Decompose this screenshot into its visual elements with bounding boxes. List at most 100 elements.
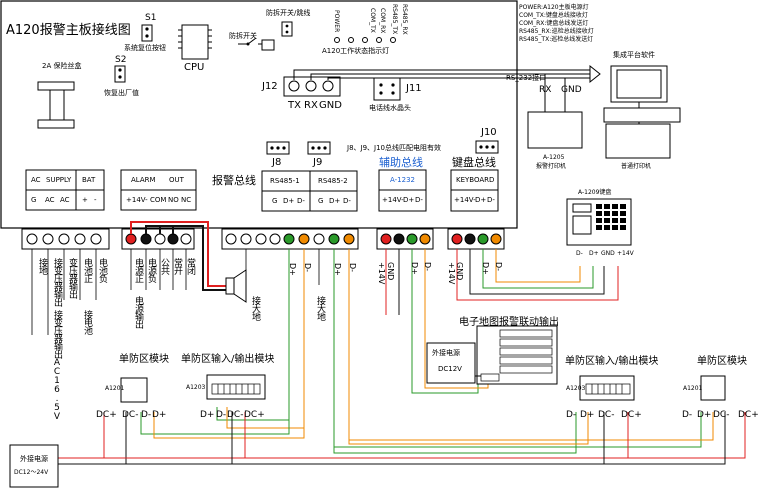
aux-bus-label: 辅助总线: [379, 156, 423, 169]
supply-pin-minus: -: [94, 196, 97, 204]
keyboard-title: KEYBOARD: [456, 176, 495, 184]
s1-label: S1: [145, 13, 157, 23]
j12-terminal: [283, 76, 341, 97]
aux-wire-dminus: D-: [423, 262, 432, 272]
supply-pin-ac1: AC: [45, 196, 55, 204]
fuse-caption: 2A 保险丝盒: [42, 62, 82, 70]
rs485-1-pin-dplus: D+: [283, 197, 295, 205]
map-ext-power-label: 外接电源: [432, 349, 460, 357]
a1203-left-label: A1203: [186, 384, 206, 391]
a1203-right-label: A1203: [566, 385, 586, 392]
wire-label-ground: 接地: [37, 258, 47, 274]
right-a1203-pin-dcplus: DC+: [621, 410, 642, 420]
wire-label-power-pos: 电源正: [133, 258, 143, 282]
gnd-label: GND: [561, 85, 582, 95]
j11-caption: 电话线水晶头: [369, 104, 411, 112]
rs485-2-pin-dplus: D+: [329, 197, 341, 205]
right-a1203-pin-dminus: D-: [566, 410, 577, 420]
kbd-wire-dplus: D+: [481, 262, 490, 275]
a1201-left-module: [120, 377, 148, 403]
a1209-label: A-1209键盘: [578, 189, 612, 196]
main-board: [0, 0, 518, 229]
a1205-printer: [527, 111, 583, 149]
io-left-title: 单防区输入/输出模块: [181, 354, 275, 365]
left-a1201-pin-dminus: D-: [141, 410, 152, 420]
aux-wire-14v: +14V: [377, 262, 386, 285]
a1209-pin-dplus: D+: [589, 250, 599, 257]
j11-phone-jack: [373, 77, 401, 101]
rs485-1-pin-g: G: [272, 197, 278, 205]
rs232-label: RS_232接口: [506, 74, 547, 82]
rs485-2-title: RS485-2: [318, 177, 348, 185]
j12-label: J12: [262, 81, 278, 92]
led-label-com-tx: COM_TX: [369, 8, 376, 33]
a1201-right-label: A1201: [683, 385, 703, 392]
a1201-right-module: [700, 375, 726, 401]
keyboard-pin-dminus: D-: [487, 196, 495, 204]
wire-label-dplus-1: D+: [288, 263, 297, 276]
a1232-pin-dminus: D-: [415, 196, 423, 204]
right-a1201-pin-dminus: D-: [682, 410, 693, 420]
map-linkage-title: 电子地图报警联动输出: [459, 317, 559, 328]
keyboard-a1209-icon: [566, 198, 632, 246]
aux-wire-dplus: D+: [410, 262, 419, 275]
a1201-left-label: A1201: [105, 385, 125, 392]
rs485-2-pin-dminus: D-: [343, 197, 351, 205]
j9-jumper: [307, 141, 331, 155]
right-a1203-pin-dplus: D+: [580, 410, 595, 420]
normal-printer-label: 普通打印机: [621, 163, 652, 170]
s2-label: S2: [115, 55, 127, 65]
wire-label-ac16: 接变压器输出AC16.5V: [52, 310, 62, 421]
normal-printer: [605, 123, 671, 159]
a1209-pin-gnd: GND: [601, 250, 615, 257]
status-leds: [334, 37, 396, 43]
wire-label-battery: 接电池: [82, 310, 92, 334]
right-a1203-pin-dcminus: DC-: [598, 410, 615, 420]
j11-label: J11: [406, 83, 422, 94]
a1232-pin-14v: +14V-: [382, 196, 404, 204]
s1-jumper: [141, 24, 153, 42]
wire-label-transformer-out: 接变压器输出: [52, 258, 62, 306]
kbd-wire-gnd: GND: [455, 262, 464, 281]
j12-pin-tx: TX: [288, 100, 301, 111]
legend-item: RS485_TX:巡检总线发送灯: [519, 36, 594, 43]
j12-pin-gnd: GND: [319, 100, 342, 111]
j12-pin-rx: RX: [304, 100, 318, 111]
map-external-power: [426, 342, 476, 384]
j10-jumper: [475, 140, 499, 154]
wire-label-battery-neg: 电池负: [97, 258, 107, 282]
tamper-jumper: [281, 21, 293, 37]
supply-pin-ac2: AC: [60, 196, 70, 204]
s2-jumper: [114, 65, 126, 83]
single-zone-right-title: 单防区模块: [697, 356, 747, 367]
right-a1201-pin-dcminus: DC-: [713, 410, 730, 420]
alarm-pin-14v: +14V-: [126, 196, 148, 204]
wire-label-nc: 常闭: [185, 258, 195, 274]
terminal-strip-keyboard: [447, 228, 505, 250]
terminal-strip-aux: [376, 228, 434, 250]
map-linkage-relays: [480, 329, 553, 382]
wire-label-no: 常开: [172, 258, 182, 274]
alarm-bus-label: 报警总线: [212, 174, 256, 187]
bus-jumper-note: J8、J9、J10总线匹配电阻有效: [347, 144, 442, 152]
supply-pin-g: G: [31, 196, 37, 204]
keyboard-pin-dplus: D+: [475, 196, 487, 204]
wire-label-power-output: 电源输出: [133, 296, 143, 328]
cpu-chip: [178, 24, 212, 60]
board-title: A120报警主板接线图: [6, 23, 131, 38]
single-zone-left-title: 单防区模块: [119, 354, 169, 365]
wire-label-transformer: 变压器输出: [67, 258, 77, 298]
rs485-2-pin-g: G: [318, 197, 324, 205]
terminal-strip-supply: [21, 228, 110, 250]
a1203-right-module: [579, 375, 635, 401]
left-a1203-pin-dcplus: DC+: [244, 410, 265, 420]
s1-caption: 系统复位按钮: [124, 44, 166, 52]
supply-title-bat: BAT: [82, 176, 96, 184]
tamper-switch-icon: [238, 37, 275, 51]
left-a1203-pin-dminus: D-: [216, 410, 227, 420]
supply-pin-plus: +: [82, 196, 88, 204]
aux-wire-gnd: GND: [386, 262, 395, 281]
tamper-label: 防拆开关: [229, 32, 257, 40]
alarm-title-out: OUT: [169, 176, 184, 184]
